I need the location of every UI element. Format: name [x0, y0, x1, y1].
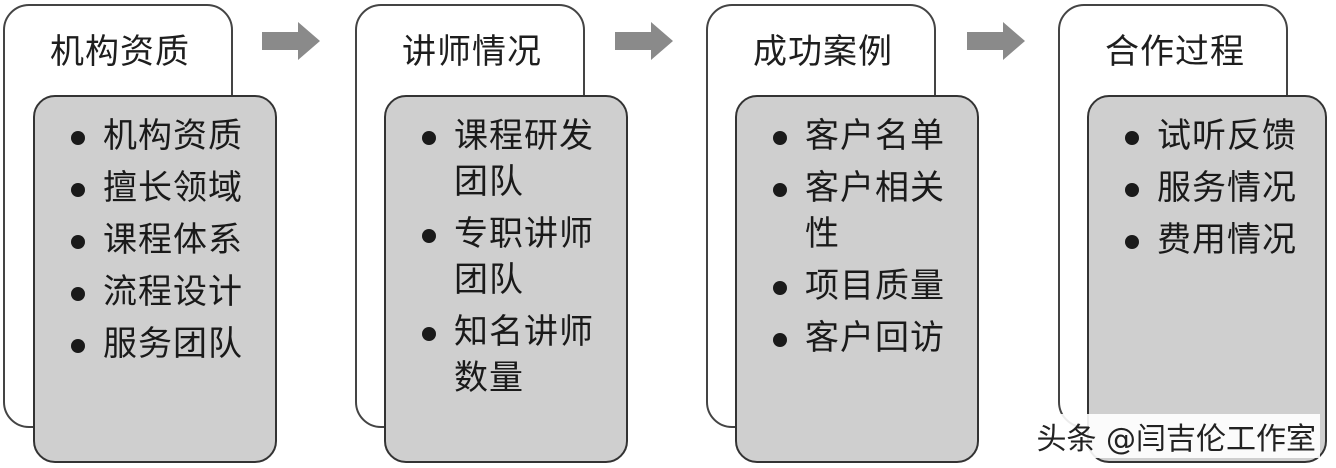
- bullet-icon: [773, 281, 787, 295]
- list-item: 客户名单: [773, 113, 951, 159]
- stage-4-title: 合作过程: [1105, 32, 1245, 72]
- stage-3-items-card: 客户名单 客户相关性 项目质量 客户回访: [735, 95, 979, 463]
- stage-2-title: 讲师情况: [402, 32, 542, 72]
- list-item: 客户回访: [773, 315, 951, 361]
- list-item: 项目质量: [773, 263, 951, 309]
- list-item: 知名讲师数量: [422, 309, 600, 401]
- watermark-text: 头条 @闫吉伦工作室: [1032, 414, 1320, 458]
- list-item: 服务情况: [1125, 165, 1319, 211]
- list-item: 课程体系: [71, 217, 269, 263]
- list-item: 服务团队: [71, 321, 269, 367]
- bullet-icon: [1125, 235, 1139, 249]
- list-item: 机构资质: [71, 113, 269, 159]
- list-item: 费用情况: [1125, 217, 1319, 263]
- bullet-icon: [773, 131, 787, 145]
- bullet-icon: [71, 131, 85, 145]
- list-item: 试听反馈: [1125, 113, 1319, 159]
- arrow-right-icon: [262, 22, 320, 60]
- bullet-icon: [71, 339, 85, 353]
- stage-1-items-card: 机构资质 擅长领域 课程体系 流程设计 服务团队: [33, 95, 277, 463]
- stage-1-title: 机构资质: [50, 32, 190, 72]
- list-item: 课程研发团队: [422, 113, 600, 205]
- bullet-icon: [71, 183, 85, 197]
- bullet-icon: [71, 235, 85, 249]
- bullet-icon: [773, 333, 787, 347]
- list-item: 流程设计: [71, 269, 269, 315]
- arrow-right-icon: [967, 22, 1025, 60]
- bullet-icon: [1125, 131, 1139, 145]
- stage-4-items-card: 试听反馈 服务情况 费用情况: [1087, 95, 1327, 463]
- bullet-icon: [422, 327, 436, 341]
- arrow-right-icon: [615, 22, 673, 60]
- bullet-icon: [422, 229, 436, 243]
- bullet-icon: [773, 183, 787, 197]
- list-item: 专职讲师团队: [422, 211, 600, 303]
- list-item: 客户相关性: [773, 165, 951, 257]
- bullet-icon: [71, 287, 85, 301]
- stage-2-items-card: 课程研发团队 专职讲师团队 知名讲师数量: [384, 95, 628, 463]
- bullet-icon: [422, 131, 436, 145]
- stage-3-title: 成功案例: [753, 32, 893, 72]
- bullet-icon: [1125, 183, 1139, 197]
- list-item: 擅长领域: [71, 165, 269, 211]
